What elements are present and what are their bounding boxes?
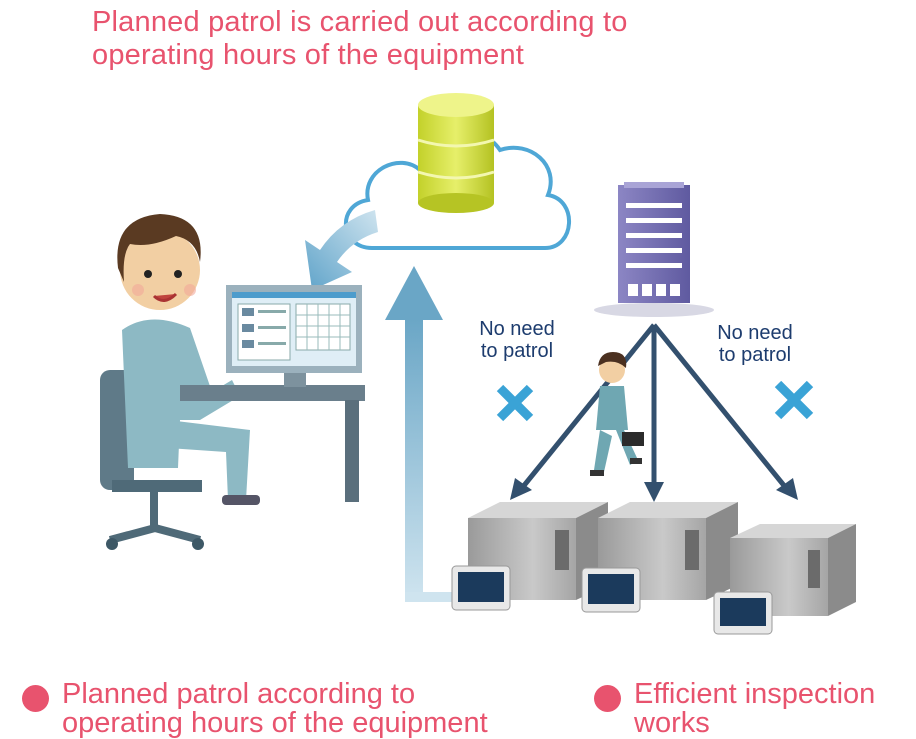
footer-text: Efficient inspection works [634,680,875,738]
cross-icon-left [496,384,534,422]
headline-line-2: operating hours of the equipment [92,39,525,71]
footer-text: Planned patrol according to operating ho… [62,680,488,738]
label-left-line-1: No need [479,318,555,340]
data-upload-arrow [385,266,465,602]
bullet-dot-icon [22,685,49,712]
footer-left-line-1: Planned patrol according to [62,678,416,710]
footer-left-line-2: operating hours of the equipment [62,707,488,739]
headline-line-1: Planned patrol is carried out according … [92,6,628,38]
label-right-line-2: to patrol [718,344,792,366]
operator-icon [100,214,260,550]
workstation-icon [180,285,365,502]
no-need-to-patrol-label-right: No need to patrol [700,322,810,366]
machine-icon-2 [581,502,738,613]
headline: Planned patrol is carried out according … [92,6,792,72]
label-left-line-2: to patrol [480,340,554,362]
database-icon [417,93,495,213]
footer-right-line-1: Efficient inspection [634,678,876,710]
no-need-to-patrol-label-left: No need to patrol [462,318,572,362]
building-icon [594,182,714,317]
bullet-dot-icon [594,685,621,712]
footer-item-efficient-inspection: Efficient inspection works [594,680,914,738]
data-download-arrow [305,210,378,290]
footer-right-line-2: works [634,707,710,739]
machine-icon-3 [713,524,856,635]
label-right-line-1: No need [717,322,793,344]
walking-worker-icon [590,352,644,476]
cross-icon-right [774,380,814,420]
route-arrows [510,323,798,502]
footer-item-planned-patrol: Planned patrol according to operating ho… [22,680,582,738]
